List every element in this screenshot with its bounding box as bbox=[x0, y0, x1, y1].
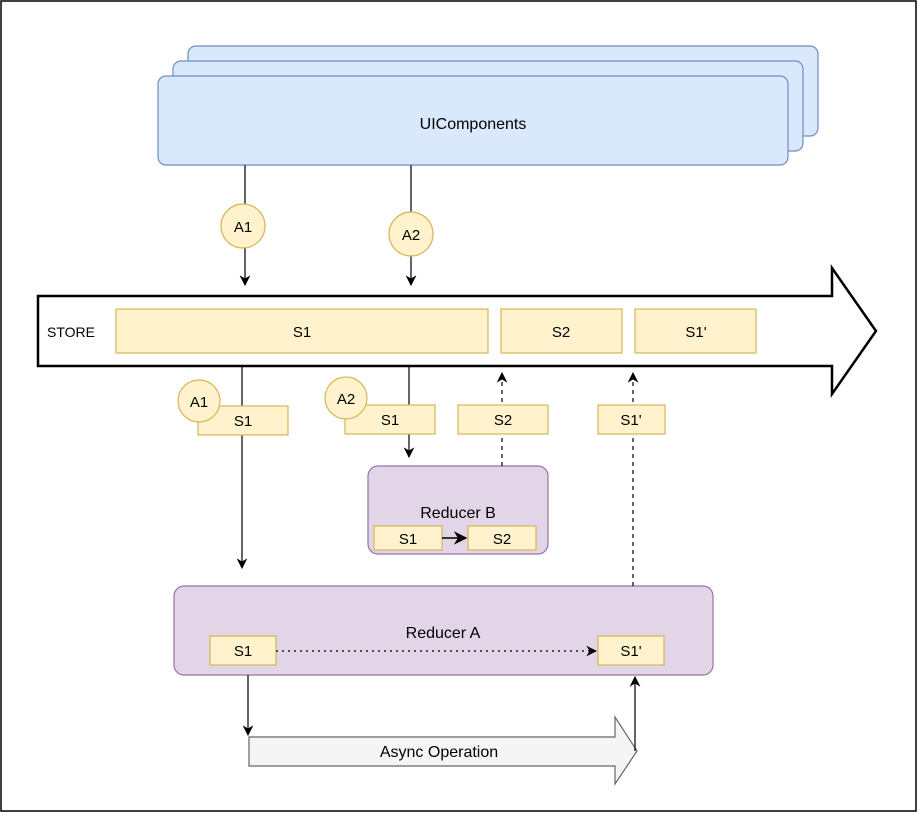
s1-prime-return-state-label: S1' bbox=[620, 412, 641, 429]
store-state-s1-prime-label: S1' bbox=[685, 324, 706, 341]
a2-payload-badge-label: A2 bbox=[337, 391, 355, 408]
reducer-b-input-label: S1 bbox=[399, 531, 417, 548]
action-a2-badge bbox=[388, 211, 434, 257]
a2-payload-badge bbox=[324, 376, 368, 420]
store-state-s2-label: S2 bbox=[552, 324, 570, 341]
a1-payload-badge bbox=[177, 379, 221, 423]
action-a2-label: A2 bbox=[402, 227, 420, 244]
async-operation-label: Async Operation bbox=[380, 744, 498, 761]
reducer-b-output-state bbox=[467, 525, 537, 551]
reducer-a-output-state bbox=[597, 635, 665, 666]
reducer-a bbox=[173, 585, 714, 676]
action-a1-badge bbox=[220, 203, 266, 249]
s2-return-state bbox=[457, 404, 549, 435]
ui-components-stack: UIComponents bbox=[157, 45, 819, 166]
s2-return-state-label: S2 bbox=[494, 412, 512, 429]
reducer-a-output-label: S1' bbox=[620, 643, 641, 660]
store-label: STORE bbox=[47, 324, 95, 340]
store-state-s1-prime bbox=[634, 308, 757, 354]
a1-payload-state-label: S1 bbox=[234, 413, 252, 430]
a2-payload-state-label: S1 bbox=[381, 412, 399, 429]
reducer-a-input-state bbox=[209, 635, 277, 666]
ui-card-front bbox=[157, 75, 789, 166]
reducer-b-output-label: S2 bbox=[493, 531, 511, 548]
store-state-s2 bbox=[500, 308, 623, 354]
reducer-b-title: Reducer B bbox=[420, 505, 496, 522]
a1-payload-badge-label: A1 bbox=[190, 394, 208, 411]
async-operation-arrow bbox=[248, 714, 638, 786]
s1-prime-return-state bbox=[597, 404, 666, 435]
ui-components-label: UIComponents bbox=[420, 116, 527, 133]
reducer-a-title: Reducer A bbox=[406, 625, 481, 642]
reducer-a-input-label: S1 bbox=[234, 643, 252, 660]
action-a1-label: A1 bbox=[234, 219, 252, 236]
store-state-s1 bbox=[115, 308, 489, 354]
store-state-s1-label: S1 bbox=[293, 324, 311, 341]
